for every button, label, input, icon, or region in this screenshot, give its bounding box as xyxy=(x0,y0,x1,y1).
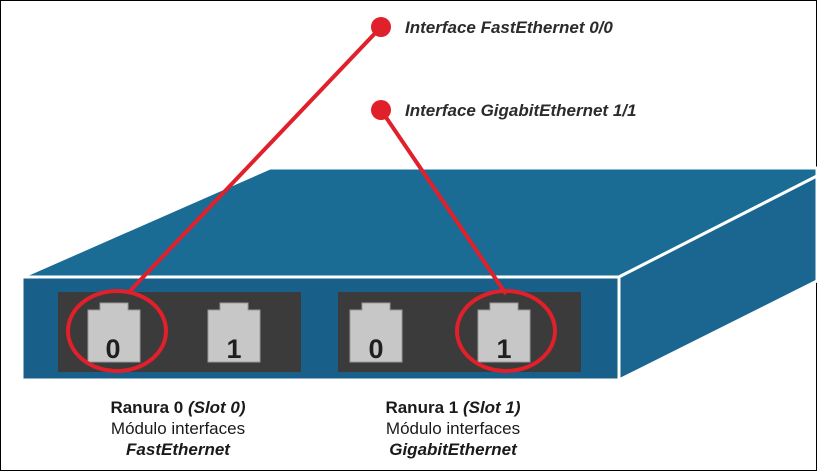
slot-0-title: Ranura 0 xyxy=(110,398,184,417)
slot-1-title-italic: (Slot 1) xyxy=(462,398,521,417)
slot-1-title-line: Ranura 1 (Slot 1) xyxy=(333,397,573,418)
port-slot1-0: 0 xyxy=(349,302,403,364)
callout-label-gi11: Interface GigabitEthernet 1/1 xyxy=(405,101,636,120)
highlight-circle-gi11 xyxy=(455,289,557,373)
port-slot1-1: 1 xyxy=(477,302,531,364)
slot-0-caption: Ranura 0 (Slot 0) Módulo interfaces Fast… xyxy=(58,397,298,460)
slot-0-title-line: Ranura 0 (Slot 0) xyxy=(58,397,298,418)
slot-1-caption: Ranura 1 (Slot 1) Módulo interfaces Giga… xyxy=(333,397,573,460)
callout-line-gi11 xyxy=(379,108,508,296)
callout-label-fa00: Interface FastEthernet 0/0 xyxy=(405,18,613,37)
slot-0-subtitle: Módulo interfaces xyxy=(110,419,246,438)
port-number: 0 xyxy=(105,334,120,364)
callout-dot-fa00 xyxy=(371,17,391,37)
port-slot0-0: 0 xyxy=(87,302,141,364)
port-number: 0 xyxy=(368,334,383,364)
port-number: 1 xyxy=(226,334,241,364)
slot-0-title-italic: (Slot 0) xyxy=(187,398,246,417)
callout-line-fa00 xyxy=(126,25,383,295)
highlight-circle-fa00 xyxy=(66,289,168,373)
slot-0-type: FastEthernet xyxy=(126,440,230,459)
slot-1-subtitle: Módulo interfaces xyxy=(385,419,521,438)
slot-1-title: Ranura 1 xyxy=(385,398,459,417)
port-number: 1 xyxy=(496,334,511,364)
callout-dot-gi11 xyxy=(371,100,391,120)
slot-1-type: GigabitEthernet xyxy=(389,440,517,459)
port-slot0-1: 1 xyxy=(207,302,261,364)
